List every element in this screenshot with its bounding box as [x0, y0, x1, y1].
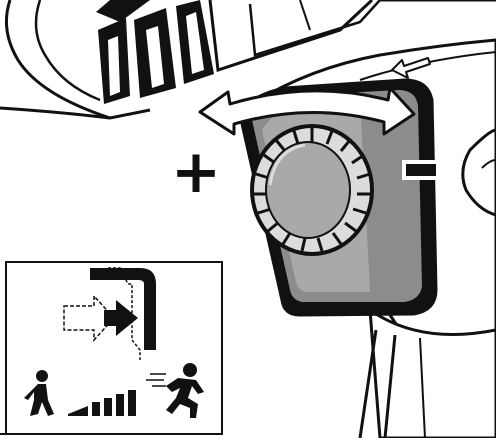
adjustment-dial-icon: [250, 124, 374, 256]
level-bars-icon: [68, 390, 136, 416]
running-person-icon: [146, 363, 204, 418]
small-arrow-icon: [391, 57, 431, 79]
walking-person-icon: [24, 370, 54, 416]
main-unit-icon: [0, 0, 496, 120]
rotation-arrow-icon: [198, 86, 416, 136]
decrease-symbol: -: [402, 160, 440, 180]
increase-symbol: +: [171, 137, 221, 207]
push-arrow-icon: [63, 294, 138, 342]
inset-panel: [0, 261, 223, 435]
wall-edge-icon: [90, 267, 156, 360]
